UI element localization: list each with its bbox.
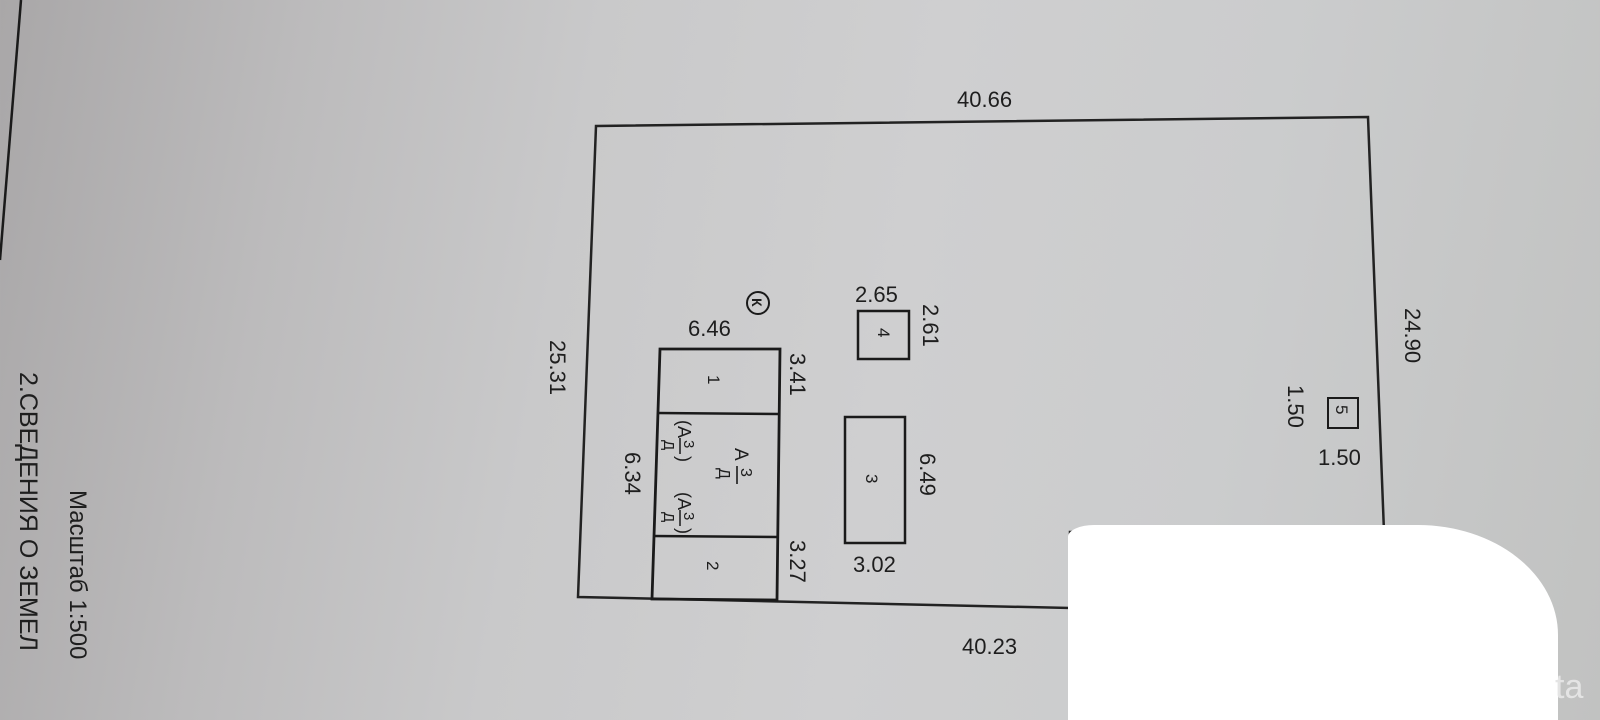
svg-text:4: 4 (874, 328, 893, 337)
svg-text:3: 3 (680, 512, 697, 520)
svg-text:1.50: 1.50 (1283, 385, 1308, 428)
page-border-line (0, 0, 23, 261)
section-heading: 2.СВЕДЕНИЯ О ЗЕМЕЛ (14, 372, 42, 651)
building-5-width: 1.50 (1318, 445, 1361, 470)
svg-text:(А: (А (674, 492, 694, 510)
annex-label-2: (А 3 Д ) (660, 492, 697, 534)
svg-text:6.34: 6.34 (620, 452, 645, 495)
svg-text:Д: Д (660, 512, 677, 522)
watermark: ta (1555, 668, 1584, 706)
svg-text:Д: Д (660, 440, 677, 450)
svg-text:24.90: 24.90 (1400, 308, 1425, 363)
svg-text:): ) (674, 528, 694, 534)
building-class-label: А 3 Д (715, 448, 754, 484)
svg-text:Масштаб 1:500: Масштаб 1:500 (64, 490, 91, 659)
svg-text:3: 3 (680, 440, 697, 448)
redaction-overlay (1068, 525, 1558, 720)
building-3-depth: 6.49 (915, 453, 940, 496)
plot-left-length: 25.31 (545, 340, 570, 395)
main-house: К 6.46 6.34 1 3.41 2 3.27 А 3 (620, 291, 810, 602)
svg-text:3.27: 3.27 (785, 540, 810, 583)
building-4: 4 2.65 2.61 (855, 282, 943, 361)
building-5: 5 1.50 1.50 (1283, 385, 1361, 470)
svg-text:1: 1 (704, 375, 723, 384)
building-4-width: 2.65 (855, 282, 898, 307)
building-3-width: 3.02 (853, 552, 896, 577)
scale-label: Масштаб 1:500 (64, 490, 91, 659)
house-left-height: 6.34 (620, 452, 645, 495)
building-5-depth: 1.50 (1283, 385, 1308, 428)
svg-text:А: А (730, 448, 751, 461)
svg-text:(А: (А (674, 420, 694, 438)
room-1-label: 1 (704, 375, 723, 384)
building-4-depth: 2.61 (918, 304, 943, 347)
room-divider (656, 411, 780, 416)
svg-text:Д: Д (715, 468, 732, 479)
plot-top-length: 40.66 (957, 87, 1012, 112)
svg-text:3.41: 3.41 (785, 353, 810, 396)
room-1-side: 3.41 (785, 353, 810, 396)
svg-text:3: 3 (737, 468, 754, 477)
svg-text:25.31: 25.31 (545, 340, 570, 395)
plot-bottom-length: 40.23 (962, 634, 1017, 659)
svg-text:3: 3 (862, 474, 881, 483)
room-2-label: 2 (703, 561, 722, 570)
svg-text:2.СВЕДЕНИЯ О ЗЕМЕЛ: 2.СВЕДЕНИЯ О ЗЕМЕЛ (14, 372, 42, 651)
plot-right-length: 24.90 (1400, 308, 1425, 363)
room-divider (652, 534, 779, 539)
svg-text:5: 5 (1332, 405, 1351, 414)
svg-text:): ) (674, 456, 694, 462)
svg-text:2.61: 2.61 (918, 304, 943, 347)
annex-label-1: (А 3 Д ) (660, 420, 697, 462)
building-3: 3 3.02 6.49 (843, 415, 940, 577)
circle-k-marker-icon (746, 291, 770, 315)
room-2-side: 3.27 (785, 540, 810, 583)
svg-text:6.49: 6.49 (915, 453, 940, 496)
house-top-width: 6.46 (688, 316, 731, 341)
svg-text:К: К (749, 298, 765, 307)
svg-text:2: 2 (703, 561, 722, 570)
